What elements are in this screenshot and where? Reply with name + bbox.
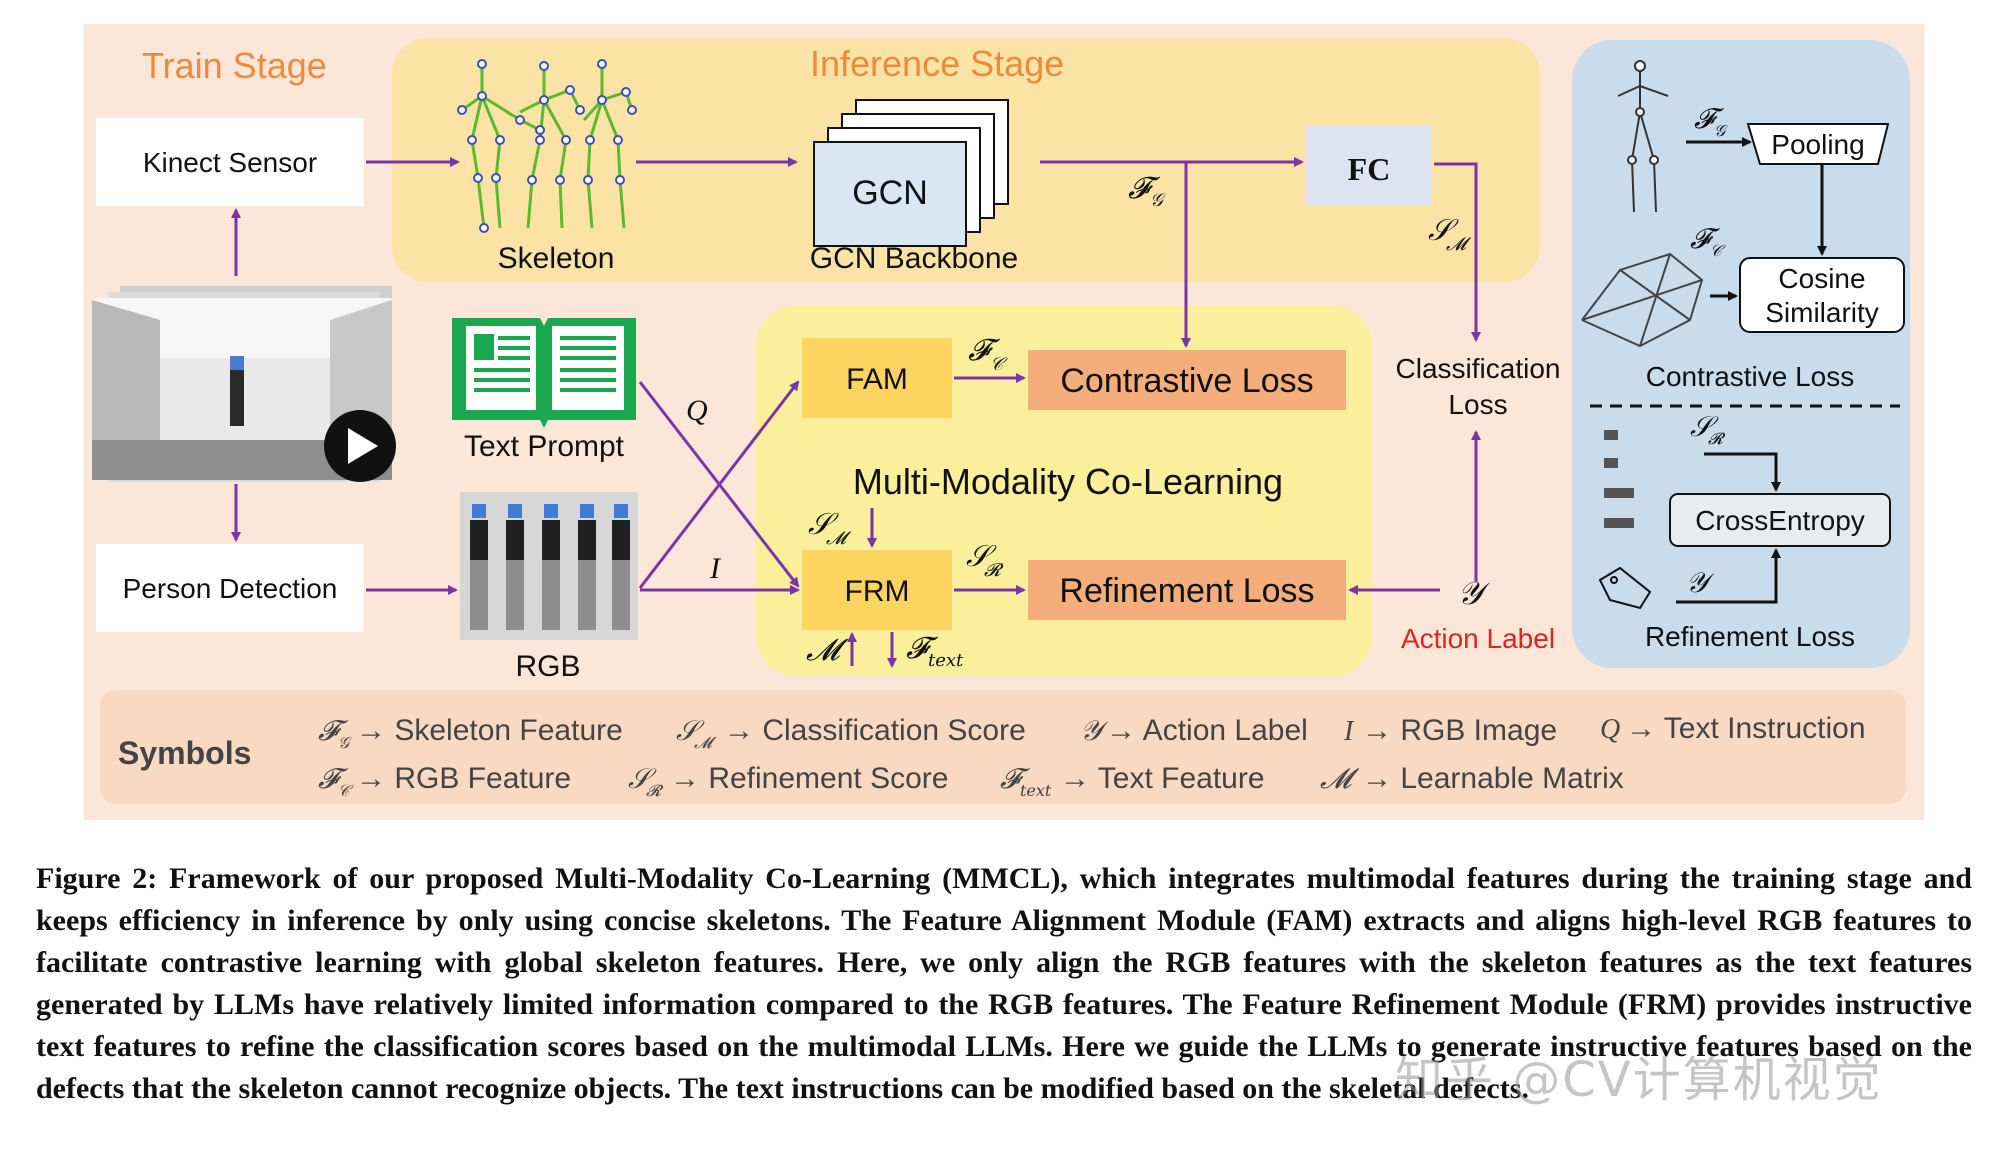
kinect-sensor-box xyxy=(96,118,364,206)
play-icon[interactable] xyxy=(324,410,396,482)
q-label: Q xyxy=(686,394,708,427)
watermark-text: 知乎 @CV计算机视觉 xyxy=(1395,1052,1883,1108)
gcn-label: GCN xyxy=(852,174,928,212)
symbol-i: I xyxy=(1343,716,1355,747)
action-label-text: Action Label xyxy=(1401,623,1555,654)
svg-text:text: text xyxy=(928,650,964,671)
refinement-loss-label: Refinement Loss xyxy=(1059,572,1314,610)
refinement-loss-box xyxy=(1028,560,1346,620)
inference-stage-title: Inference Stage xyxy=(810,43,1064,84)
symbol-desc-text-feature: → Text Feature xyxy=(1060,762,1265,795)
symbol-ftext-sub: text xyxy=(1020,781,1052,800)
svg-text:𝒢: 𝒢 xyxy=(1714,121,1728,140)
person-detection-box xyxy=(96,544,364,632)
text-prompt-label: Text Prompt xyxy=(464,430,625,463)
symbol-q: Q xyxy=(1600,714,1620,745)
pooling-box xyxy=(1746,123,1890,165)
contrastive-loss-label: Contrastive Loss xyxy=(1060,362,1313,400)
right-refinement-loss-label: Refinement Loss xyxy=(1645,621,1855,652)
pooling-label: Pooling xyxy=(1771,129,1864,160)
svg-text:𝓜: 𝓜 xyxy=(826,528,852,549)
skeleton-label: Skeleton xyxy=(498,242,615,275)
fc-label: FC xyxy=(1348,151,1391,187)
fam-box xyxy=(802,338,952,418)
symbols-panel xyxy=(100,690,1906,804)
gcn-backbone-label: GCN Backbone xyxy=(810,242,1018,275)
skeleton-joints xyxy=(457,59,637,233)
gcn-backbone-stack xyxy=(813,99,1009,247)
svg-text:𝓡: 𝓡 xyxy=(1708,429,1726,448)
symbol-desc-learnable-matrix: → Learnable Matrix xyxy=(1362,762,1624,795)
right-skeleton-icon xyxy=(1617,60,1669,213)
co-learning-title: Multi-Modality Co-Learning xyxy=(853,461,1283,502)
symbols-title: Symbols xyxy=(118,735,251,771)
symbol-desc-skeleton-feature: → Skeleton Feature xyxy=(356,714,623,747)
symbol-sr-sub: 𝓡 xyxy=(646,781,664,800)
fc-box xyxy=(1306,126,1432,206)
train-stage-title: Train Stage xyxy=(142,45,327,86)
cosine-similarity-box xyxy=(1739,257,1905,333)
symbol-desc-rgb-feature: → RGB Feature xyxy=(356,762,571,795)
cross-entropy-box xyxy=(1669,493,1891,547)
person-detection-label: Person Detection xyxy=(123,573,338,604)
fam-label: FAM xyxy=(846,363,908,396)
cosine-label-line2: Similarity xyxy=(1765,297,1879,328)
contrastive-loss-box xyxy=(1028,350,1346,410)
svg-text:𝒢: 𝒢 xyxy=(1150,190,1166,211)
svg-text:𝓜: 𝓜 xyxy=(1446,234,1472,255)
symbol-sm-sub: 𝓜 xyxy=(694,733,717,752)
right-panel-arrows xyxy=(1676,137,1827,604)
symbol-desc-classification-score: → Classification Score xyxy=(724,714,1026,747)
frm-box xyxy=(802,550,952,630)
rgb-frames xyxy=(460,492,638,640)
bar-list-icon xyxy=(1604,430,1634,528)
kinect-sensor-label: Kinect Sensor xyxy=(143,147,317,178)
cosine-label-line1: Cosine xyxy=(1778,263,1865,294)
figure-caption: Figure 2: Framework of our proposed Mult… xyxy=(36,862,1972,1105)
symbol-desc-refinement-score: → Refinement Score xyxy=(670,762,948,795)
symbol-desc-text-instruction: → Text Instruction xyxy=(1626,712,1866,745)
symbol-fg-sub: 𝒢 xyxy=(338,733,352,752)
classification-loss-line2: Loss xyxy=(1448,389,1507,420)
frm-label: FRM xyxy=(845,575,910,608)
classification-loss-line1: Classification xyxy=(1396,353,1561,384)
book-icon xyxy=(452,318,636,428)
symbol-desc-action-label: → Action Label xyxy=(1106,714,1308,747)
rgb-label: RGB xyxy=(515,650,580,683)
right-contrastive-loss-label: Contrastive Loss xyxy=(1646,361,1855,392)
svg-text:𝓡: 𝓡 xyxy=(984,560,1004,581)
flow-arrows xyxy=(231,157,1481,668)
symbol-desc-rgb-image: → RGB Image xyxy=(1362,714,1557,747)
cross-entropy-label: CrossEntropy xyxy=(1695,505,1865,536)
tag-icon xyxy=(1598,566,1652,610)
graph-network-icon xyxy=(1581,252,1704,348)
i-label: I xyxy=(709,552,722,585)
